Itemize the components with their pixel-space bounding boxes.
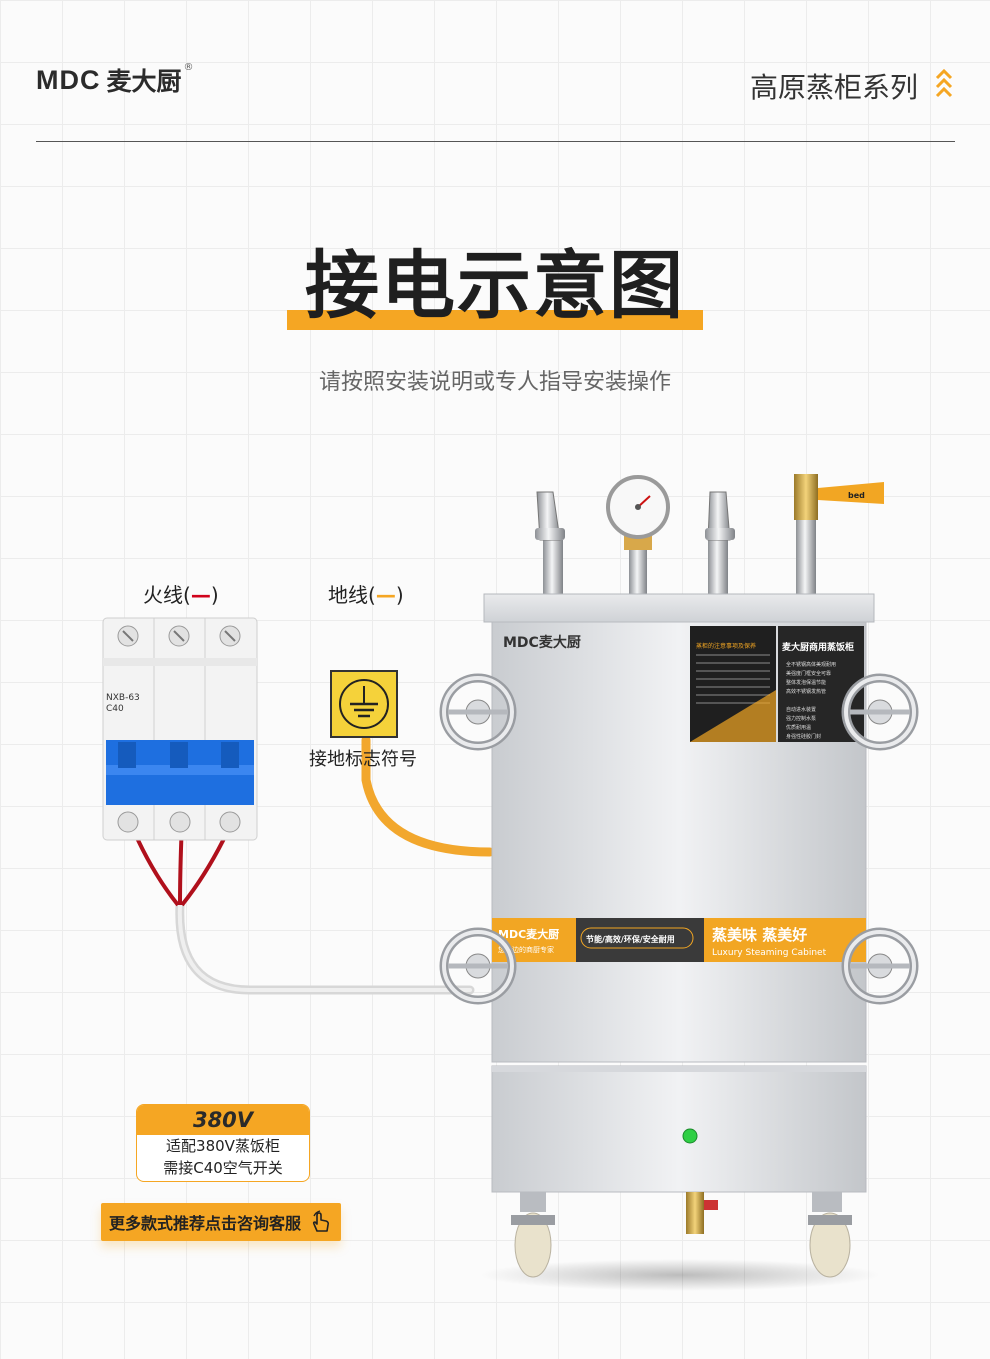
- brand-logo-latin: MDC: [36, 64, 101, 95]
- air-circuit-breaker: NXB-63 C40: [102, 617, 258, 841]
- caster-left: [511, 1192, 555, 1278]
- drain-valve: [686, 1192, 718, 1234]
- breaker-rating: C40: [106, 704, 124, 714]
- svg-text:MDC麦大厨: MDC麦大厨: [498, 927, 559, 941]
- svg-text:Luxury Steaming Cabinet: Luxury Steaming Cabinet: [712, 948, 827, 958]
- svg-text:节能/高效/环保/安全耐用: 节能/高效/环保/安全耐用: [586, 934, 675, 944]
- fire-wire-label: 火线(—): [143, 583, 219, 607]
- cabinet-brand-plate: MDC麦大厨: [503, 634, 581, 651]
- series-title: 高原蒸柜系列: [749, 71, 918, 104]
- svg-text:蒸柜的注意事项及保养: 蒸柜的注意事项及保养: [696, 642, 756, 650]
- voltage-info-card: 380V 适配380V蒸饭柜 需接C40空气开关: [136, 1104, 310, 1182]
- consult-service-label: 更多款式推荐点击咨询客服: [108, 1214, 301, 1233]
- ground-symbol-icon: [330, 670, 398, 738]
- water-inlet-valve: bed: [794, 474, 884, 596]
- breaker-model: NXB-63: [106, 693, 140, 703]
- svg-text:自动进水装置: 自动进水装置: [786, 706, 816, 713]
- svg-text:麦大厨商用蒸饭柜: 麦大厨商用蒸饭柜: [782, 641, 854, 653]
- hand-pointer-icon: [312, 1210, 330, 1232]
- title-highlight: [287, 310, 703, 330]
- svg-text:优质耐用温: 优质耐用温: [786, 724, 811, 731]
- ground-wire: [361, 735, 495, 857]
- door-handwheel-bottom-left: [439, 927, 517, 1005]
- ground-wire-swatch: —: [375, 583, 396, 607]
- svg-text:全不锈钢高体美观耐用: 全不锈钢高体美观耐用: [786, 661, 836, 668]
- cabinet-instruction-panel: 蒸柜的注意事项及保养 麦大厨商用蒸饭柜 全不锈钢高体美观耐用 美强度门框安全可靠…: [690, 626, 864, 742]
- brand-logo-cn: 麦大厨: [106, 67, 182, 96]
- page-subtitle: 请按照安装说明或专人指导安装操作: [318, 370, 671, 395]
- ground-symbol-label: 接地标志符号: [309, 749, 417, 770]
- svg-text:强力控制水泵: 强力控制水泵: [786, 715, 816, 722]
- caster-right: [808, 1192, 852, 1278]
- voltage-line-2: 需接C40空气开关: [163, 1159, 283, 1177]
- svg-text:身强性硅胶门封: 身强性硅胶门封: [786, 733, 821, 740]
- svg-text:蒸美味 蒸美好: 蒸美味 蒸美好: [712, 926, 807, 944]
- voltage-value: 380V: [137, 1105, 309, 1135]
- door-handwheel-bottom-right: [841, 927, 919, 1005]
- power-cable: [175, 900, 475, 995]
- svg-text:整体发泡保温节能: 整体发泡保温节能: [786, 679, 826, 686]
- header-divider: [36, 141, 955, 142]
- live-wire-swatch: —: [190, 583, 211, 607]
- svg-text:美强度门框安全可靠: 美强度门框安全可靠: [786, 670, 831, 677]
- steam-exhaust-right: [705, 491, 735, 596]
- voltage-line-1: 适配380V蒸饭柜: [166, 1137, 280, 1155]
- brand-logo: MDC 麦大厨 ®: [36, 62, 194, 98]
- double-chevron-up-icon: [935, 68, 953, 98]
- steam-exhaust-left: [535, 491, 565, 596]
- svg-text:高效不锈钢发热管: 高效不锈钢发热管: [786, 688, 826, 695]
- title-section: 接电示意图: [0, 240, 990, 332]
- pressure-gauge-icon: [606, 475, 670, 596]
- ground-wire-label: 地线(—): [328, 583, 404, 607]
- door-handwheel-top-left: [439, 673, 517, 751]
- page-title: 接电示意图: [305, 243, 685, 329]
- consult-service-button[interactable]: 更多款式推荐点击咨询客服: [101, 1203, 341, 1241]
- cabinet-brand-band: MDC麦大厨 您身边的商厨专家 节能/高效/环保/安全耐用 蒸美味 蒸美好 Lu…: [492, 918, 866, 962]
- svg-text:您身边的商厨专家: 您身边的商厨专家: [498, 945, 554, 954]
- registered-mark: ®: [183, 62, 194, 73]
- power-indicator-light: [682, 1128, 698, 1144]
- door-handwheel-top-right: [841, 673, 919, 751]
- svg-text:bed: bed: [848, 491, 865, 500]
